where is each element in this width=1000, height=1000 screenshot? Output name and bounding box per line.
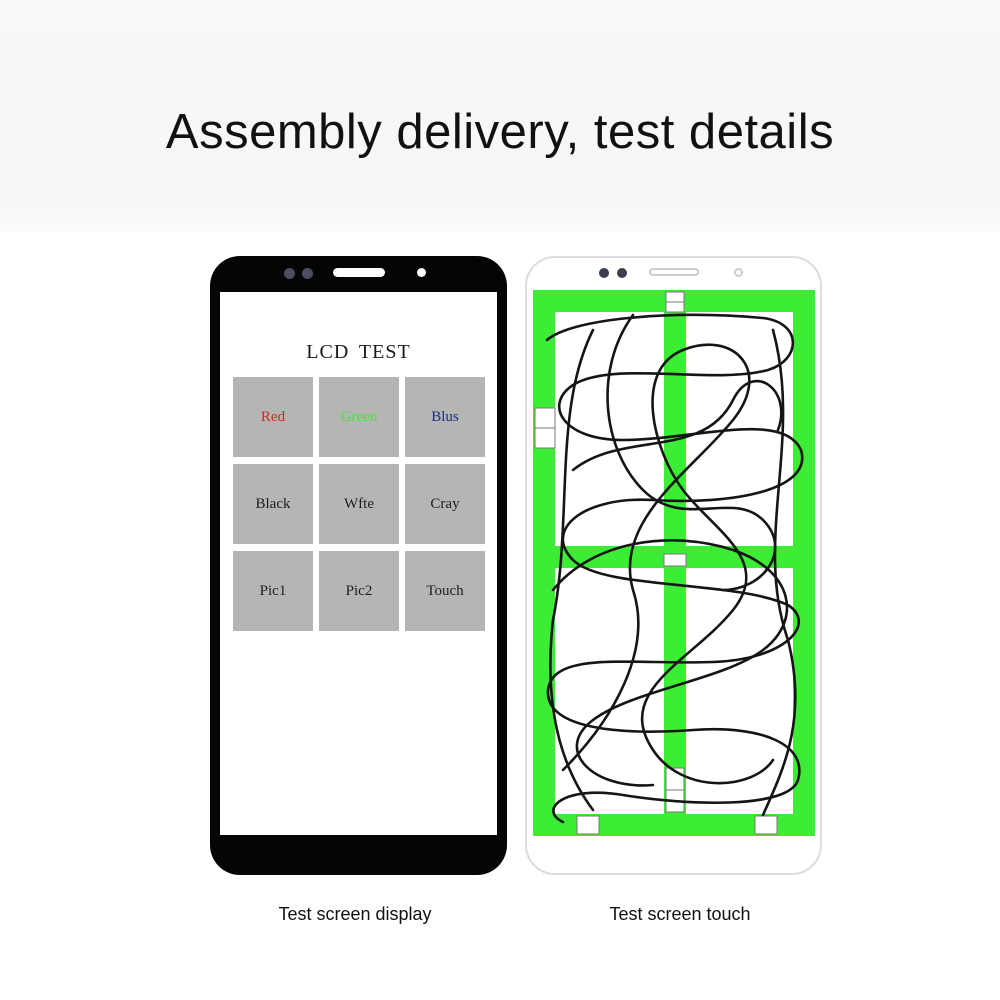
red-test-label: Red <box>260 408 286 425</box>
lcd-test-button-grid: Red Green Blus Black Wfte Cray Pic1 Pic2… <box>233 377 485 632</box>
header-band <box>0 0 1000 232</box>
blue-test-label: Blus <box>431 408 459 425</box>
pic2-test-button[interactable]: Pic2 <box>319 551 399 631</box>
front-camera-icon <box>599 268 609 278</box>
pic2-test-label: Pic2 <box>345 582 373 599</box>
front-sensor-icon <box>617 268 627 278</box>
green-test-button[interactable]: Green <box>319 377 399 457</box>
gray-test-label: Cray <box>430 495 460 512</box>
green-test-label: Green <box>340 408 378 425</box>
touch-test-button[interactable]: Touch <box>405 551 485 631</box>
earpiece-speaker-icon <box>333 268 385 277</box>
black-test-button[interactable]: Black <box>233 464 313 544</box>
caption-display-test: Test screen display <box>278 904 432 924</box>
front-camera-icon <box>284 268 295 279</box>
earpiece-speaker-icon <box>649 268 699 276</box>
proximity-sensor-icon <box>417 268 426 277</box>
pic1-test-button[interactable]: Pic1 <box>233 551 313 631</box>
touch-trace-lines <box>545 313 804 824</box>
front-sensor-icon <box>302 268 313 279</box>
white-test-label: Wfte <box>344 495 374 512</box>
black-test-label: Black <box>255 495 291 512</box>
lcd-test-title: LCD TEST <box>306 341 411 363</box>
touch-test-canvas[interactable] <box>533 290 815 836</box>
touch-test-label: Touch <box>426 582 464 599</box>
pic1-test-label: Pic1 <box>259 582 287 599</box>
red-test-button[interactable]: Red <box>233 377 313 457</box>
lcd-test-screen: LCD TEST Red Green Blus Black Wfte Cray … <box>220 292 497 835</box>
gray-test-button[interactable]: Cray <box>405 464 485 544</box>
caption-touch-test: Test screen touch <box>609 904 751 924</box>
blue-test-button[interactable]: Blus <box>405 377 485 457</box>
proximity-sensor-icon <box>734 268 743 277</box>
page-title: Assembly delivery, test details <box>165 105 835 159</box>
phone-display-test: LCD TEST Red Green Blus Black Wfte Cray … <box>210 256 507 875</box>
white-test-button[interactable]: Wfte <box>319 464 399 544</box>
